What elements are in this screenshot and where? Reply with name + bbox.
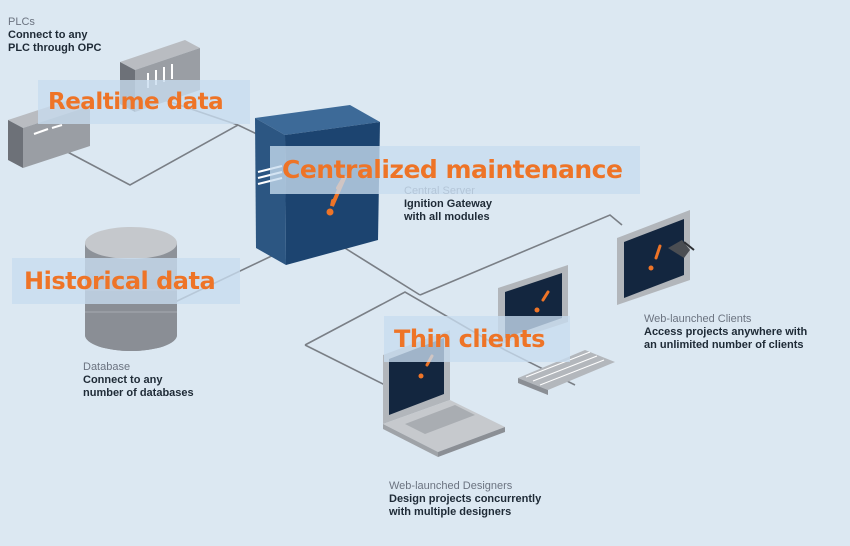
plcs-desc-line1: Connect to any	[8, 29, 88, 41]
network-to-client-line	[419, 214, 623, 296]
database-desc-line2: number of databases	[83, 387, 194, 399]
hand-pointer-icon	[668, 240, 695, 258]
centralized-maintenance-highlight: Centralized maintenance	[270, 146, 640, 194]
designers-caption: Web-launched Designers Design projects c…	[389, 480, 541, 519]
plcs-title: PLCs	[8, 16, 35, 28]
thin-clients-highlight: Thin clients	[384, 316, 570, 362]
plcs-caption: PLCs Connect to any PLC through OPC	[8, 16, 102, 55]
designers-desc-line1: Design projects concurrently	[389, 493, 542, 505]
designers-title: Web-launched Designers	[389, 480, 513, 492]
realtime-data-highlight: Realtime data	[38, 80, 250, 124]
historical-data-highlight: Historical data	[12, 258, 240, 304]
designers-desc-line2: with multiple designers	[389, 506, 512, 518]
plc-network-line	[59, 124, 239, 186]
network-to-laptop-line	[304, 344, 386, 386]
server-to-network-line	[339, 244, 421, 296]
server-desc-line1: Ignition Gateway	[404, 198, 493, 210]
database-desc-line1: Connect to any	[83, 374, 163, 386]
server-desc-line2: with all modules	[404, 211, 490, 223]
monitor-icon	[617, 210, 690, 305]
database-caption: Database Connect to any number of databa…	[83, 361, 194, 400]
clients-desc-line2: an unlimited number of clients	[644, 339, 804, 351]
database-title: Database	[83, 361, 131, 373]
clients-title: Web-launched Clients	[644, 313, 752, 325]
clients-desc-line1: Access projects anywhere with	[644, 326, 808, 338]
keyboard-icon	[518, 350, 615, 395]
plcs-desc-line2: PLC through OPC	[8, 42, 102, 54]
clients-caption: Web-launched Clients Access projects any…	[644, 313, 807, 352]
